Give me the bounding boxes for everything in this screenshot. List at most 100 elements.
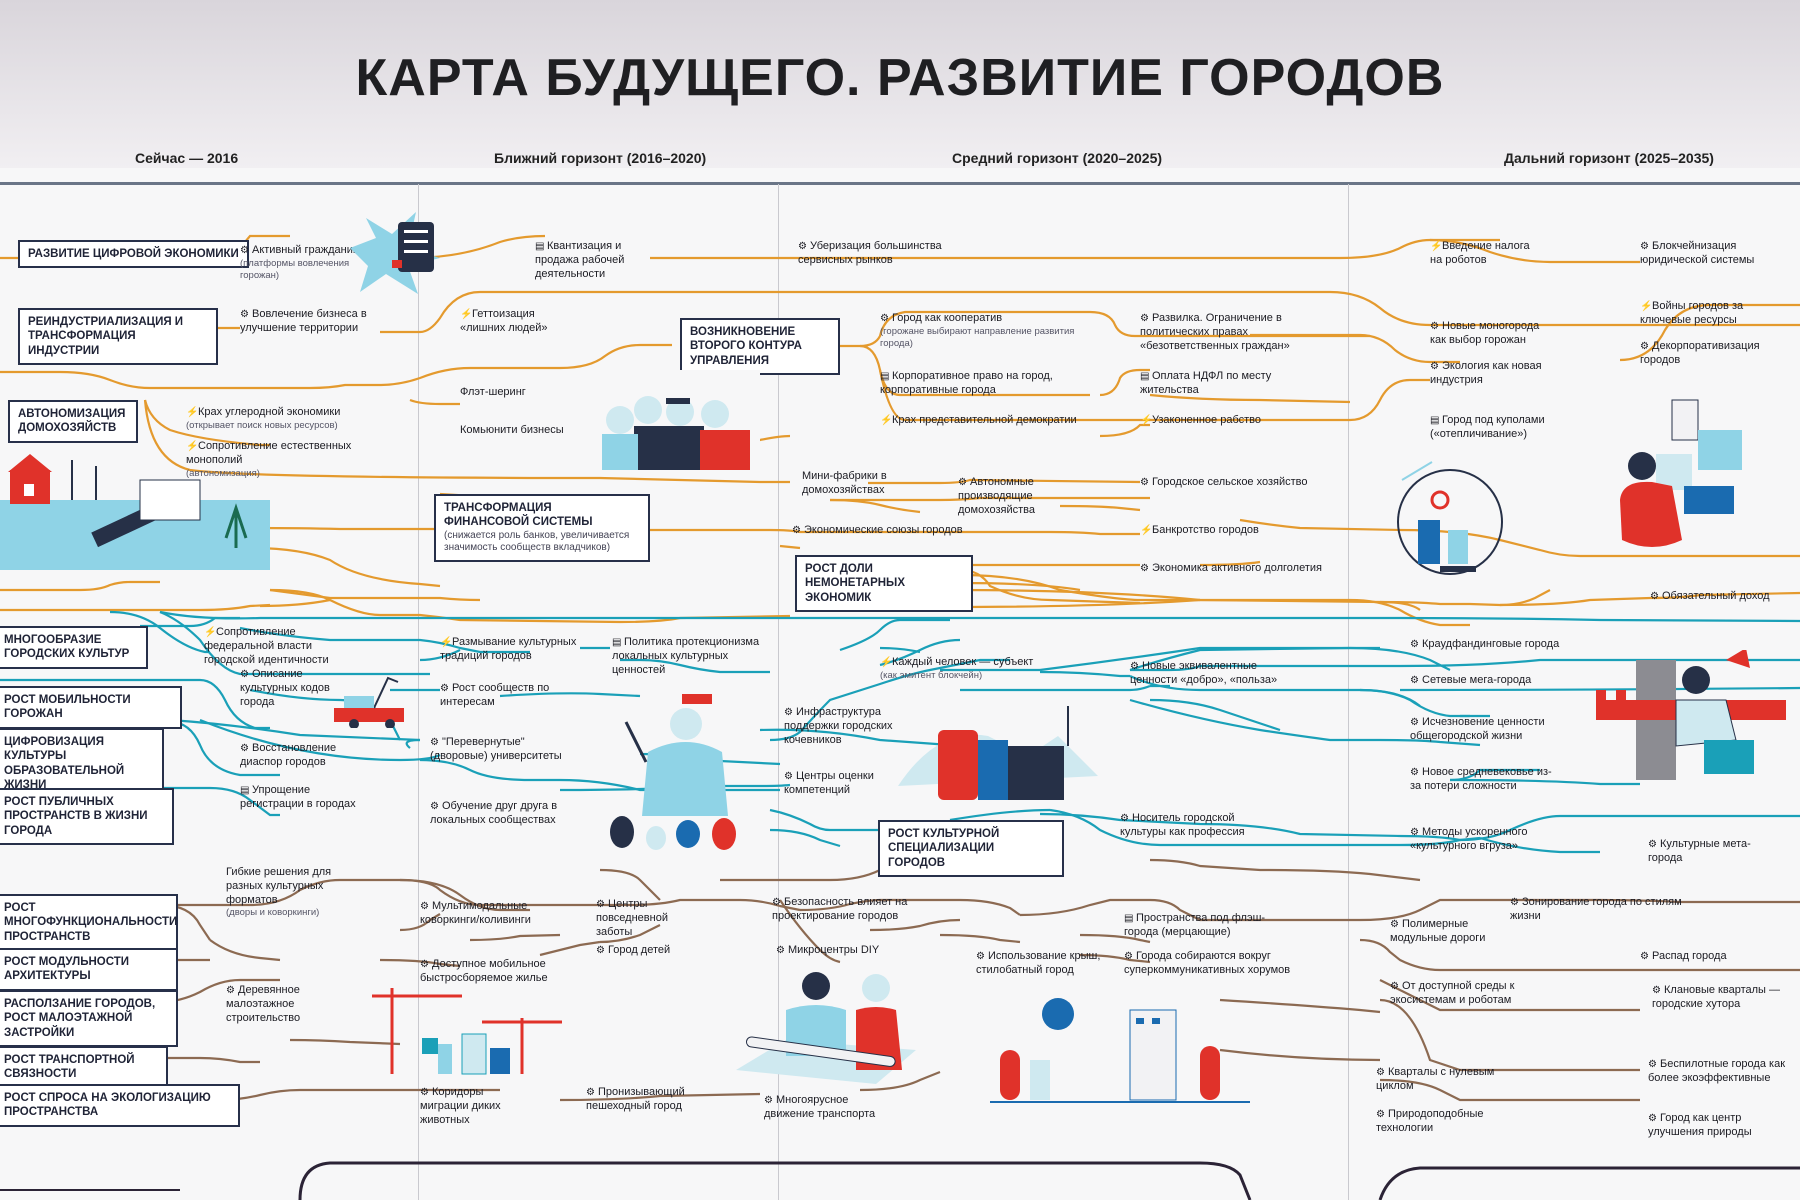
node-robot-tax: ⚡Введение налога на роботов (1430, 240, 1530, 266)
node-safety-design: ⚙Безопасность влияет на проектирование г… (772, 896, 908, 922)
node-diy-microcenters: ⚙Микроцентры DIY (776, 944, 880, 956)
horizon-near: Ближний горизонт (2016–2020) (494, 150, 707, 166)
node-wildlife-corridors: ⚙Коридоры миграции диких животных (420, 1086, 501, 1126)
node-lifestyle-zoning: ⚙Зонирование города по стилям жизни (1510, 896, 1682, 922)
governance-people-illustration (590, 370, 760, 470)
node-diaspora-restoration: ⚙Восстановление диаспор городов (240, 742, 337, 768)
horizon-mid: Средний горизонт (2020–2025) (952, 150, 1163, 166)
node-care-centers: ⚙Центры повседневной заботы (596, 898, 668, 938)
divider-3 (1348, 184, 1349, 1200)
topic-box-nonmonetary-economy: Рост доли немонетарных экономик (795, 555, 973, 613)
node-dome-city: ▤Город под куполами («отепличивание») (1430, 414, 1545, 440)
horizon-far: Дальний горизонт (2025–2035) (1504, 150, 1714, 166)
node-city-collapse: ⚙Распад города (1640, 950, 1727, 962)
title-band (0, 0, 1800, 168)
cranes-housing-illustration (372, 988, 562, 1075)
topic-box-modular-architecture: Рост модульности архитектуры (0, 948, 178, 991)
node-monopolies-resistance: ⚡Сопротивление естественных монополий(ав… (186, 440, 352, 479)
divider-1 (418, 184, 419, 1200)
node-autonomous-households: ⚙Автономные производящие домохозяйства (958, 476, 1035, 516)
node-zero-cycle-quarters: ⚙Кварталы с нулевым циклом (1376, 1066, 1495, 1092)
box-title: Трансформация финансовой системы (444, 502, 593, 529)
professor-illustration (610, 694, 736, 850)
node-culture-carrier: ⚙Носитель городской культуры как професс… (1120, 812, 1245, 838)
node-unmanned-cities: ⚙Беспилотные города как более экоэффекти… (1648, 1058, 1786, 1084)
node-ecology-industry: ⚙Экология как новая индустрия (1430, 360, 1542, 386)
topic-box-financial-transformation: Трансформация финансовой системы (снижае… (434, 494, 650, 562)
node-city-bankruptcy: ⚡Банкротство городов (1140, 524, 1259, 536)
topic-box-digital-culture: Цифровизация культуры образовательной жи… (0, 728, 164, 800)
node-communication-hubs: ⚙Города собираются вокруг суперкоммуника… (1124, 950, 1291, 976)
node-new-monotowns: ⚙Новые моногорода как выбор горожан (1430, 320, 1540, 346)
castle-knight-illustration (1596, 650, 1786, 780)
node-children-city: ⚙Город детей (596, 944, 671, 956)
dome-city-illustration (1397, 461, 1503, 575)
topic-box-mobility: Рост мобильности горожан (0, 686, 182, 729)
node-nature-improvement: ⚙Город как центр улучшения природы (1648, 1112, 1752, 1138)
node-flipped-universities: ⚙"Перевернутые" (дворовые) университеты (430, 736, 562, 762)
node-clan-quarters: ⚙Клановые кварталы — городские хутора (1652, 984, 1780, 1010)
node-quantization: ▤Квантизация и продажа рабочей деятельно… (535, 240, 625, 280)
topic-box-multifunctional: Рост многофункциональности пространств (0, 894, 178, 952)
node-corporate-cities: ▤Корпоративное право на город, корпорати… (880, 370, 1053, 396)
node-community-business: Комьюнити бизнесы (460, 424, 564, 436)
topic-box-digital-economy: Развитие цифровой экономики (18, 240, 249, 269)
node-economic-unions: ⚙Экономические союзы городов (792, 524, 963, 536)
node-pedestrian-city: ⚙Пронизывающий пешеходный город (586, 1086, 685, 1112)
page-title: КАРТА БУДУЩЕГО. РАЗВИТИЕ ГОРОДОВ (355, 49, 1445, 107)
node-nomad-infrastructure: ⚙Инфраструктура поддержки городских коче… (784, 706, 893, 746)
node-accessible-environment: ⚙От доступной среды к экосистемам и робо… (1390, 980, 1515, 1006)
node-city-cooperative: ⚙Город как кооператив(горожане выбирают … (880, 312, 1075, 349)
topic-box-urban-cultures: Многообразие городских культур (0, 626, 148, 669)
node-political-rights-fork: ⚙Развилка. Ограничение в политических пр… (1140, 312, 1290, 352)
node-uberization: ⚙Уберизация большинства сервисных рынков (798, 240, 942, 266)
node-traditions-blur: ⚡Размывание культурных традиций городов (440, 636, 577, 662)
node-nature-like-tech: ⚙Природоподобные технологии (1376, 1108, 1484, 1134)
topic-box-cultural-specialization: Рост культурной специализации городов (878, 820, 1064, 878)
node-carbon-collapse: ⚡Крах углеродной экономики(открывает пои… (186, 406, 341, 431)
topic-box-public-spaces: Рост публичных пространств в жизни город… (0, 788, 174, 846)
divider-2 (778, 184, 779, 1200)
topic-box-second-governance: Возникновение второго контура управления (680, 318, 840, 376)
node-registration-simplification: ▤Упрощение регистрации в городах (240, 784, 356, 810)
node-flat-sharing: Флэт-шеринг (460, 386, 526, 398)
node-city-wars: ⚡Войны городов за ключевые ресурсы (1640, 300, 1744, 326)
node-crowdfunding-cities: ⚙Краудфандинговые города (1410, 638, 1560, 650)
node-ghettoization: ⚡Геттоизация «лишних людей» (460, 308, 548, 334)
cultural-city-illustration (898, 706, 1098, 800)
node-active-citizen: ⚙Активный гражданин(платформы вовлечения… (240, 244, 359, 281)
node-network-megacities: ⚙Сетевые мега-города (1410, 674, 1532, 686)
node-cultural-onboarding: ⚙Методы ускоренного «культурного вгруза» (1410, 826, 1528, 852)
node-cultural-codes: ⚙Описание культурных кодов города (240, 668, 330, 708)
topic-box-ecologization: Рост спроса на экологизацию пространства (0, 1084, 240, 1127)
node-urban-farming: ⚙Городское сельское хозяйство (1140, 476, 1308, 488)
node-roof-use: ⚙Использование крыш, стилобатный город (976, 950, 1101, 976)
node-income-tax: ▤Оплата НДФЛ по месту жительства (1140, 370, 1272, 396)
node-active-longevity: ⚙Экономика активного долголетия (1140, 562, 1322, 574)
topic-box-reindustrialization: Реиндустриализация и трансформация индус… (18, 308, 218, 366)
box-subtitle: (снижается роль банков, увеличивается зн… (444, 529, 630, 554)
node-new-values: ⚙Новые эквивалентные ценности «добро», «… (1130, 660, 1278, 686)
node-urban-life-value-loss: ⚙Исчезновение ценности общегородской жиз… (1410, 716, 1545, 742)
node-cultural-metacities: ⚙Культурные мета-города (1648, 838, 1751, 864)
timeline-axis (0, 182, 1800, 185)
autonomous-household-illustration (0, 454, 270, 570)
node-democracy-collapse: ⚡Крах представительной демократии (880, 414, 1077, 426)
node-decorporatization: ⚙Декорпоративизация городов (1640, 340, 1760, 366)
node-protectionism: ▤Политика протекционизма локальных культ… (612, 636, 760, 676)
node-mandatory-income: ⚙Обязательный доход (1650, 590, 1770, 602)
node-interest-communities: ⚙Рост сообществ по интересам (440, 682, 550, 708)
node-federal-resistance: ⚡Сопротивление федеральной власти городс… (204, 626, 329, 666)
node-new-middle-ages: ⚙Новое средневековье из-за потери сложно… (1410, 766, 1552, 792)
diy-workers-illustration (736, 972, 916, 1084)
node-peer-learning: ⚙Обучение друг друга в локальных сообщес… (430, 800, 558, 826)
horizon-now: Сейчас — 2016 (135, 150, 239, 166)
topic-box-urban-sprawl: Расползание городов, рост малоэтажной за… (0, 990, 178, 1048)
node-flexible-solutions: Гибкие решения для разных культурных фор… (226, 866, 332, 919)
poster-background (0, 168, 1800, 1200)
node-competence-centers: ⚙Центры оценки компетенций (784, 770, 874, 796)
node-mini-factories: Мини-фабрики в домохозяйствах (802, 470, 887, 496)
topic-box-household-autonomy: Автономизация домохозяйств (8, 400, 138, 443)
